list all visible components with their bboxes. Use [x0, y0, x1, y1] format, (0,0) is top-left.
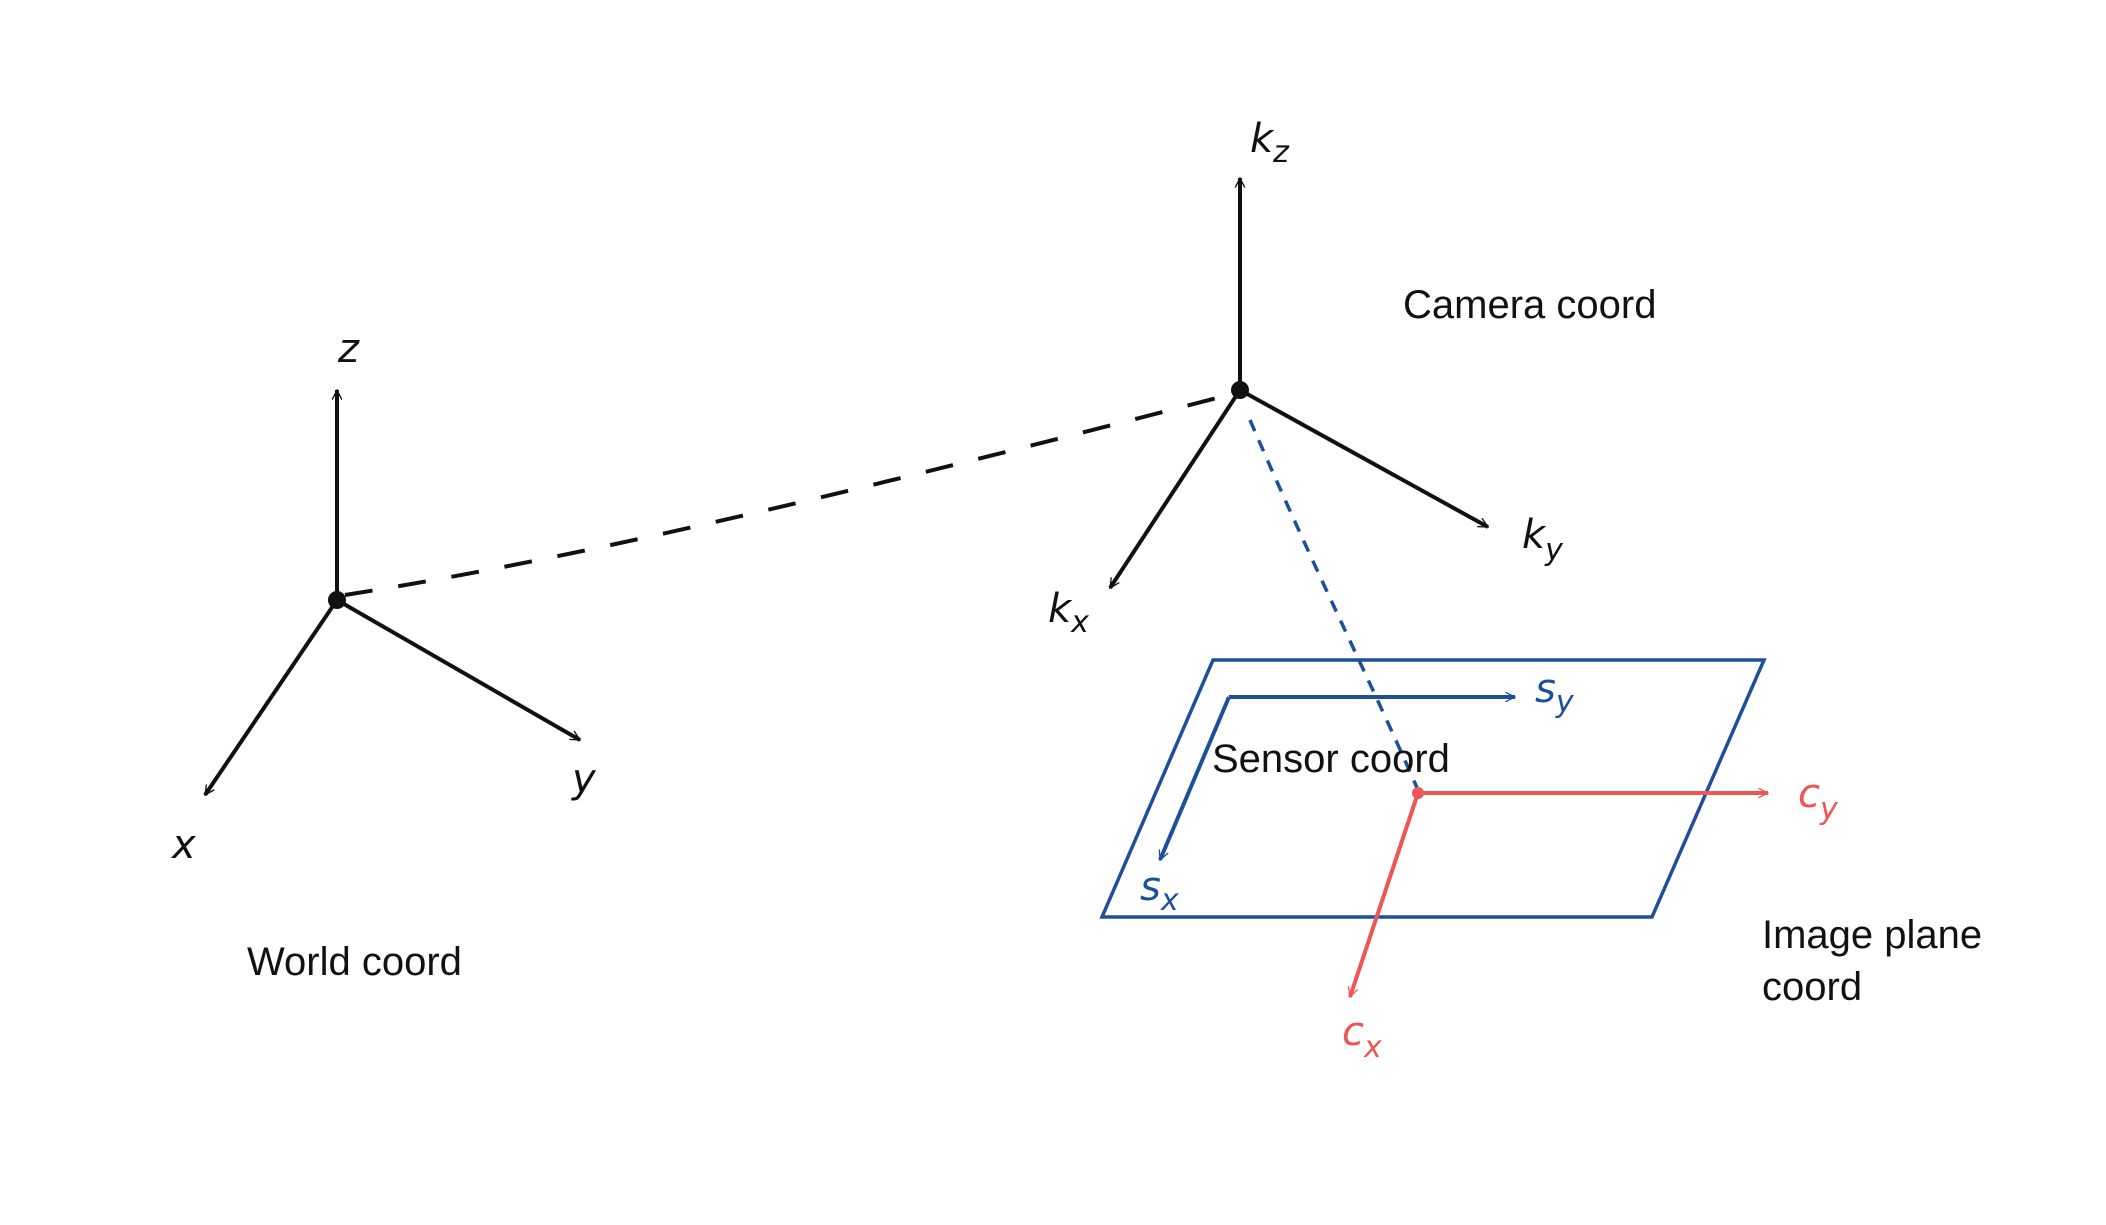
- sensor-caption: Sensor coord: [1212, 737, 1450, 781]
- world-y-label: y: [571, 756, 597, 802]
- sensor-x-label: sx: [1140, 864, 1179, 918]
- camera-y-axis: [1239, 388, 1488, 529]
- image-plane-caption-line2: coord: [1762, 965, 1862, 1009]
- camera-z-label: kz: [1250, 116, 1290, 170]
- camera-image-link: [1248, 419, 1420, 791]
- sensor-x-axis: [1158, 696, 1231, 860]
- world-x-label: x: [170, 822, 196, 868]
- image-plane: [1099, 658, 1767, 919]
- world-x-axis: [203, 598, 339, 795]
- world-origin: [328, 591, 346, 609]
- image-plane-x-label: cx: [1342, 1009, 1382, 1065]
- world-caption: World coord: [247, 940, 462, 984]
- camera-frame: kz kx ky Camera coord: [1048, 116, 1656, 640]
- camera-x-axis: [1108, 388, 1242, 588]
- world-y-axis: [336, 598, 580, 742]
- world-frame: z x y World coord: [170, 326, 597, 984]
- image-plane-frame: cy cx Image plane coord: [1342, 771, 1982, 1065]
- image-plane-x-axis: [1350, 792, 1420, 997]
- image-plane-caption-line1: Image plane: [1762, 913, 1982, 957]
- sensor-y-label: sy: [1535, 666, 1575, 720]
- camera-origin: [1231, 381, 1249, 399]
- image-plane-y-label: cy: [1798, 771, 1839, 827]
- sensor-frame: sy sx Sensor coord: [1140, 666, 1575, 918]
- world-z-label: z: [337, 326, 360, 372]
- image-plane-origin: [1412, 787, 1424, 799]
- world-camera-link: [344, 390, 1241, 597]
- camera-x-label: kx: [1048, 586, 1089, 640]
- camera-y-label: ky: [1522, 512, 1564, 568]
- camera-caption: Camera coord: [1403, 283, 1656, 327]
